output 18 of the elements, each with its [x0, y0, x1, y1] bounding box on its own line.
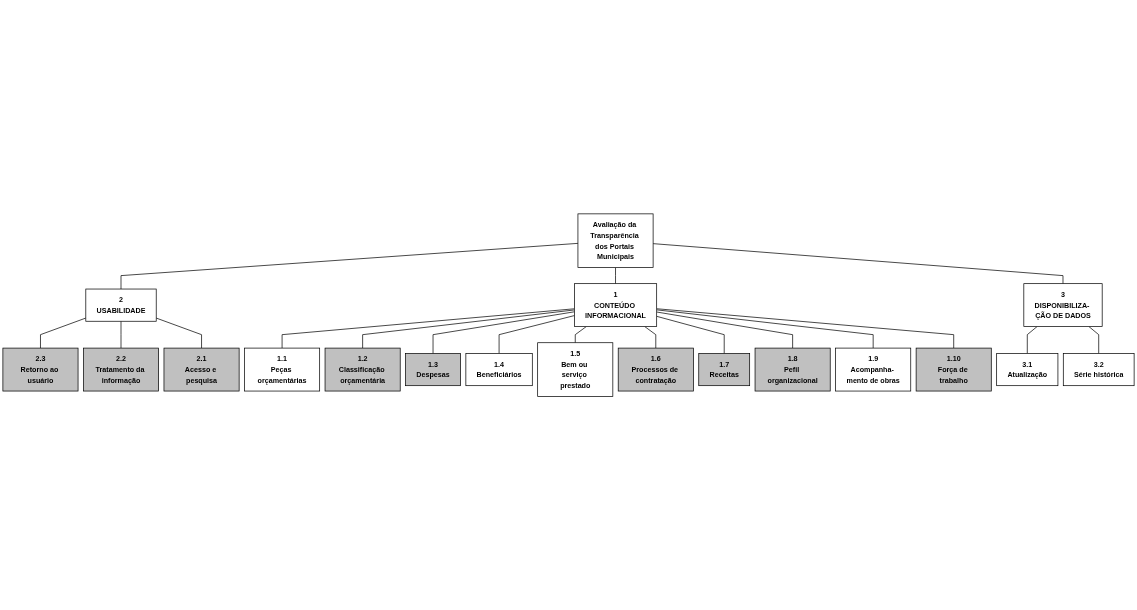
connector: [120, 320, 122, 349]
connector: [574, 326, 587, 343]
connector: [652, 243, 1064, 284]
connector: [656, 315, 725, 354]
connector: [656, 308, 955, 349]
connector: [656, 311, 793, 349]
connector: [40, 317, 87, 349]
connector: [432, 311, 575, 354]
connector: [155, 317, 202, 349]
connector: [362, 309, 575, 349]
connector: [120, 242, 579, 290]
connector: [281, 308, 575, 349]
connector: [656, 309, 874, 349]
connector: [1088, 326, 1100, 354]
connector: [615, 267, 616, 284]
connector: [498, 315, 575, 354]
connector: [1026, 326, 1038, 354]
connector: [644, 326, 657, 349]
